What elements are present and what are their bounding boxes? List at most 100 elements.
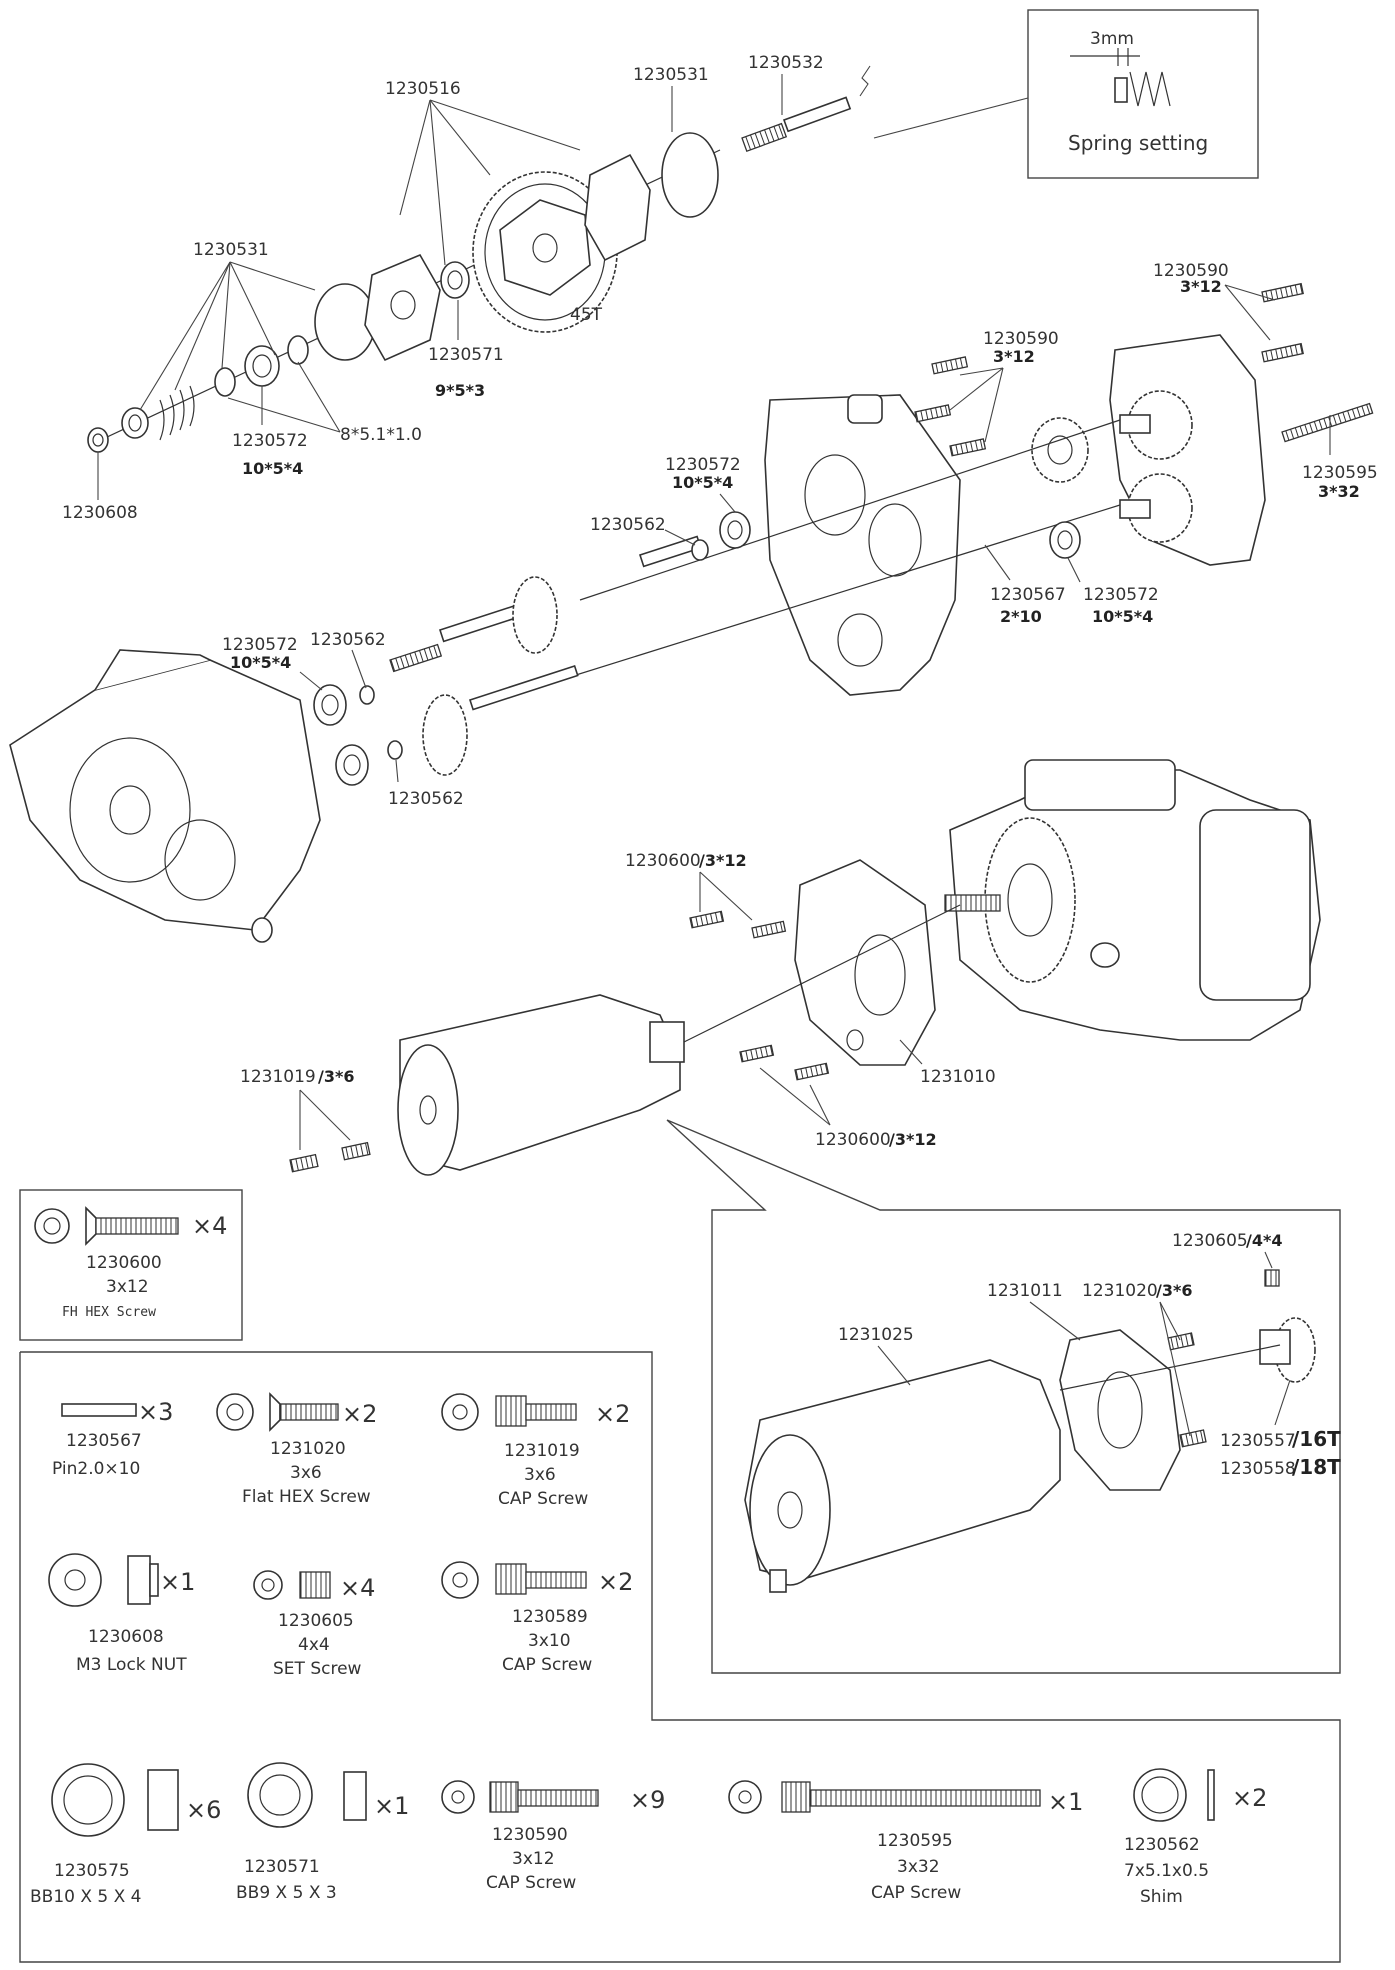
svg-text:3x32: 3x32 [897, 1857, 940, 1877]
hw-single-part: 1230600 [86, 1253, 162, 1273]
svg-text:×2: ×2 [342, 1400, 377, 1428]
svg-text:CAP Screw: CAP Screw [871, 1883, 961, 1903]
callout-1230600-a: 1230600 [625, 851, 701, 871]
svg-text:×4: ×4 [340, 1574, 375, 1602]
hw-item-1230575: ×6 1230575 BB10 X 5 X 4 [30, 1763, 221, 1907]
callout-1230572-a: 1230572 [232, 431, 308, 451]
callout-1230562-a: 1230562 [590, 515, 666, 535]
motor-detail-callouts: 1230605 /4*4 1231011 1231020 /3*6 123102… [838, 1231, 1341, 1479]
screws-1230590 [914, 282, 1374, 457]
svg-text:1230575: 1230575 [54, 1861, 130, 1881]
svg-text:×2: ×2 [595, 1400, 630, 1428]
callout-1231019-size: /3*6 [318, 1067, 354, 1086]
callout-1231019: 1231019 [240, 1067, 316, 1087]
callout-1230571: 1230571 [428, 345, 504, 365]
svg-text:×1: ×1 [374, 1792, 409, 1820]
callout-1231011: 1231011 [987, 1281, 1063, 1301]
callout-1230572-c-size: 10*5*4 [1092, 607, 1153, 626]
screw-1230595 [1281, 402, 1374, 443]
gearbox-case-right [764, 394, 961, 696]
svg-text:×1: ×1 [160, 1568, 195, 1596]
svg-text:BB9 X 5 X 3: BB9 X 5 X 3 [236, 1883, 337, 1903]
callout-1230572-d-size: 10*5*4 [230, 653, 291, 672]
hw-item-1230608: ×1 1230608 M3 Lock NUT [48, 1553, 195, 1675]
shims-1230562 [359, 539, 709, 760]
svg-text:×2: ×2 [598, 1568, 633, 1596]
shim-washer [214, 367, 236, 397]
svg-text:Pin2.0×10: Pin2.0×10 [52, 1459, 140, 1479]
svg-text:Flat HEX Screw: Flat HEX Screw [242, 1487, 371, 1507]
drive-gears [422, 576, 558, 776]
callout-1230572-c: 1230572 [1083, 585, 1159, 605]
svg-text:1230589: 1230589 [512, 1607, 588, 1627]
gearbox-case-left [9, 649, 321, 943]
spur-gear-assembly [87, 96, 852, 453]
svg-text:CAP Screw: CAP Screw [486, 1873, 576, 1893]
svg-text:3x6: 3x6 [290, 1463, 322, 1483]
hw-item-1230571: ×1 1230571 BB9 X 5 X 3 [236, 1762, 409, 1903]
upper-callouts: 1230516 1230531 1230532 1230531 1230571 … [62, 53, 824, 523]
screws-1230600 [689, 910, 830, 1081]
assembled-gearbox [944, 759, 1321, 1041]
svg-text:1231019: 1231019 [504, 1441, 580, 1461]
callout-1230558-teeth: /18T [1292, 1455, 1341, 1479]
hardware-table: ×3 1230567 Pin2.0×10 ×2 1231020 3x6 Flat… [19, 1351, 1341, 1963]
hw-single-desc: FH HEX Screw [62, 1305, 156, 1320]
callout-1231020-size: /3*6 [1156, 1281, 1192, 1300]
callout-1230595: 1230595 [1302, 463, 1378, 483]
set-screw-1230605 [1264, 1269, 1280, 1287]
svg-text:×3: ×3 [138, 1398, 173, 1426]
callout-1230572-b: 1230572 [665, 455, 741, 475]
spring-icon [1114, 71, 1171, 107]
callout-1230558: 1230558 [1220, 1459, 1296, 1479]
callout-1230562-c: 1230562 [388, 789, 464, 809]
spring-caption: Spring setting [1068, 131, 1208, 155]
motor-plate-1231010 [794, 859, 936, 1066]
callout-1231025: 1231025 [838, 1325, 914, 1345]
callout-1230557-teeth: /16T [1292, 1427, 1341, 1451]
callout-1230571-size: 9*5*3 [435, 381, 485, 400]
hw-item-1230567: ×3 1230567 Pin2.0×10 [52, 1398, 173, 1479]
bearing-1230571 [440, 261, 470, 299]
callout-1230590-a: 1230590 [1153, 261, 1229, 281]
slipper-plate-outer [661, 132, 719, 218]
callout-1230562-b: 1230562 [310, 630, 386, 650]
hw-item-1230590: ×9 1230590 3x12 CAP Screw [441, 1780, 665, 1893]
motor-detail-inset [666, 1119, 1341, 1674]
svg-text:1230571: 1230571 [244, 1857, 320, 1877]
svg-text:3x10: 3x10 [528, 1631, 571, 1651]
slipper-pad-left [364, 253, 441, 362]
svg-text:3x6: 3x6 [524, 1465, 556, 1485]
spring-dimension: 3mm [1090, 29, 1134, 49]
callout-shim-size: 8*5.1*1.0 [340, 425, 422, 445]
callout-1230531-top: 1230531 [633, 65, 709, 85]
callout-1230572-d: 1230572 [222, 635, 298, 655]
hw-item-1230595: ×1 1230595 3x32 CAP Screw [728, 1780, 1083, 1903]
hw-item-1231020: ×2 1231020 3x6 Flat HEX Screw [216, 1392, 377, 1507]
callout-1230590-b-size: 3*12 [993, 347, 1035, 366]
hardware-box-fh-screw: ×4 1230600 3x12 FH HEX Screw [19, 1189, 243, 1341]
callout-1230595-size: 3*32 [1318, 482, 1360, 501]
callout-1230572-b-size: 10*5*4 [672, 473, 733, 492]
svg-text:CAP Screw: CAP Screw [502, 1655, 592, 1675]
motor-callouts: 1230600 /3*12 1231019 /3*6 1231010 12306… [240, 851, 996, 1150]
svg-text:×2: ×2 [1232, 1784, 1267, 1812]
callout-1230600-b-size: /3*12 [889, 1130, 937, 1149]
callout-1230567-size: 2*10 [1000, 607, 1042, 626]
svg-text:1230605: 1230605 [278, 1611, 354, 1631]
hw-single-size: 3x12 [106, 1277, 149, 1297]
callout-1230557: 1230557 [1220, 1431, 1296, 1451]
hw-item-1230605: ×4 1230605 4x4 SET Screw [253, 1570, 375, 1679]
hw-item-1230589: ×2 1230589 3x10 CAP Screw [441, 1561, 633, 1675]
svg-text:1231020: 1231020 [270, 1439, 346, 1459]
output-shafts [389, 419, 1121, 711]
pin-icon [61, 1403, 137, 1417]
slipper-spring [159, 385, 195, 441]
svg-text:1230590: 1230590 [492, 1825, 568, 1845]
svg-text:1230562: 1230562 [1124, 1835, 1200, 1855]
svg-text:BB10 X 5 X 4: BB10 X 5 X 4 [30, 1887, 142, 1907]
svg-text:CAP Screw: CAP Screw [498, 1489, 588, 1509]
screws-1231019 [289, 1141, 371, 1173]
svg-text:3x12: 3x12 [512, 1849, 555, 1869]
